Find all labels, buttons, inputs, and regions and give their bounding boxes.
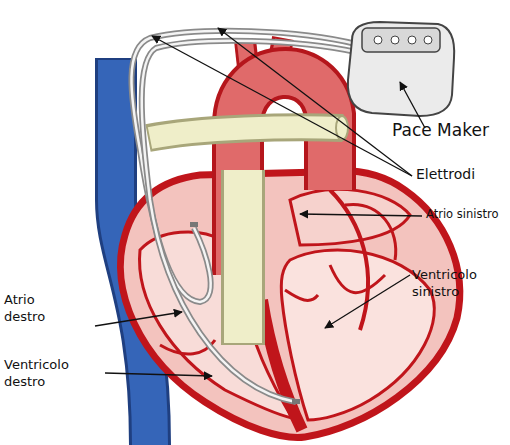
- leader-line: [300, 214, 422, 216]
- part-label: Atrio sinistro: [426, 206, 510, 223]
- valve: [285, 290, 318, 300]
- lead-tip: [292, 399, 300, 404]
- part-label: Pace Maker: [392, 122, 507, 139]
- left-ventricle: [281, 250, 434, 420]
- pulmonary-artery: [224, 170, 262, 343]
- connector-port: [424, 36, 432, 44]
- connector-port: [408, 36, 416, 44]
- connector-port: [391, 36, 399, 44]
- part-label: Atrio destro: [4, 291, 62, 325]
- coronary-vessel: [345, 204, 396, 260]
- pacing-lead: [142, 41, 356, 402]
- lead-tip: [190, 222, 198, 227]
- pacemaker-body: [348, 22, 454, 116]
- connector-port: [374, 36, 382, 44]
- pulmonary-artery: [148, 127, 343, 138]
- part-label: Elettrodi: [416, 166, 506, 183]
- coronary-vessel: [330, 190, 368, 330]
- pulmonary-artery: [221, 170, 265, 345]
- valve: [330, 265, 385, 293]
- leader-line: [325, 275, 410, 328]
- leader-line: [105, 373, 212, 376]
- leader-line: [218, 28, 412, 176]
- heart-wall: [120, 171, 459, 438]
- pacing-lead: [142, 41, 356, 402]
- pulmonary-artery: [150, 127, 341, 138]
- septum: [262, 300, 302, 430]
- leader-line: [152, 36, 412, 176]
- pacemaker-header: [362, 28, 440, 52]
- part-label: Ventricolo destro: [4, 356, 89, 390]
- part-label: Ventricolo sinistro: [412, 266, 497, 300]
- leader-line: [95, 312, 182, 326]
